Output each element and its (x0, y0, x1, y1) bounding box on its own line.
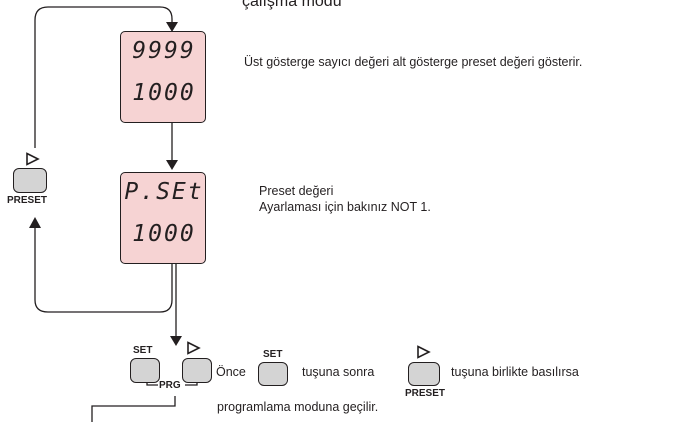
display-1: 9999 1000 (120, 31, 206, 123)
set-button[interactable] (130, 358, 160, 383)
instruction-part1: Önce (216, 365, 246, 379)
mode-title: çalışma modu (242, 0, 342, 10)
instruction-part2: tuşuna sonra (302, 365, 375, 379)
loop-bottom-line (34, 222, 173, 313)
display-1-bottom-value: 1000 (132, 80, 196, 106)
loop-top-line (34, 6, 173, 148)
instruction-set-label: SET (263, 349, 283, 360)
display-1-top-value: 9999 (132, 38, 196, 64)
display-2-description-line2: Ayarlaması için bakınız NOT 1. (259, 200, 431, 214)
preset-key-button[interactable] (182, 358, 212, 383)
set-label: SET (133, 345, 153, 356)
instruction-preset-button[interactable] (408, 362, 440, 386)
display-2-description-line1: Preset değeri (259, 184, 334, 198)
preset-button[interactable] (13, 168, 47, 193)
instruction-part3: tuşuna birlikte basılırsa (451, 365, 579, 379)
display-2-top-value: P.SEt (124, 179, 204, 205)
instruction-set-button[interactable] (258, 362, 288, 386)
display-2-bottom-value: 1000 (132, 221, 196, 247)
right-triangle-icon (187, 341, 201, 355)
instruction-line2: programlama moduna geçilir. (217, 400, 379, 414)
right-triangle-icon (26, 152, 40, 166)
preset-label: PRESET (7, 195, 48, 206)
arrow-down-icon (166, 160, 178, 170)
right-triangle-icon (417, 345, 431, 359)
arrow-up-icon (29, 217, 41, 228)
prg-label: PRG (159, 380, 181, 391)
display-2: P.SEt 1000 (120, 172, 206, 264)
instruction-preset-label: PRESET (405, 388, 446, 399)
display-1-description: Üst gösterge sayıcı değeri alt gösterge … (244, 55, 583, 69)
exit-line (91, 396, 176, 422)
arrow-down-icon (166, 22, 178, 32)
arrow-down-icon (170, 336, 182, 346)
